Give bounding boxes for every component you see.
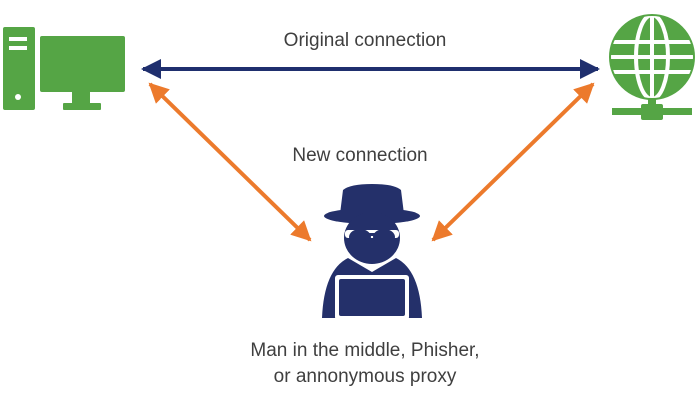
attacker-caption: Man in the middle, Phisher, or annonymou… <box>200 338 530 390</box>
new-connection-arrow-right <box>431 82 595 242</box>
globe-network-icon <box>609 13 695 120</box>
hacker-spy-icon <box>322 184 422 320</box>
attacker-caption-line-2: or annonymous proxy <box>273 366 457 387</box>
original-connection-label: Original connection <box>283 30 447 51</box>
new-connection-label: New connection <box>292 145 428 166</box>
attacker-caption-line-1: Man in the middle, Phisher, <box>250 340 480 361</box>
desktop-computer-icon <box>3 27 125 110</box>
new-connection-arrow-left <box>148 82 312 242</box>
